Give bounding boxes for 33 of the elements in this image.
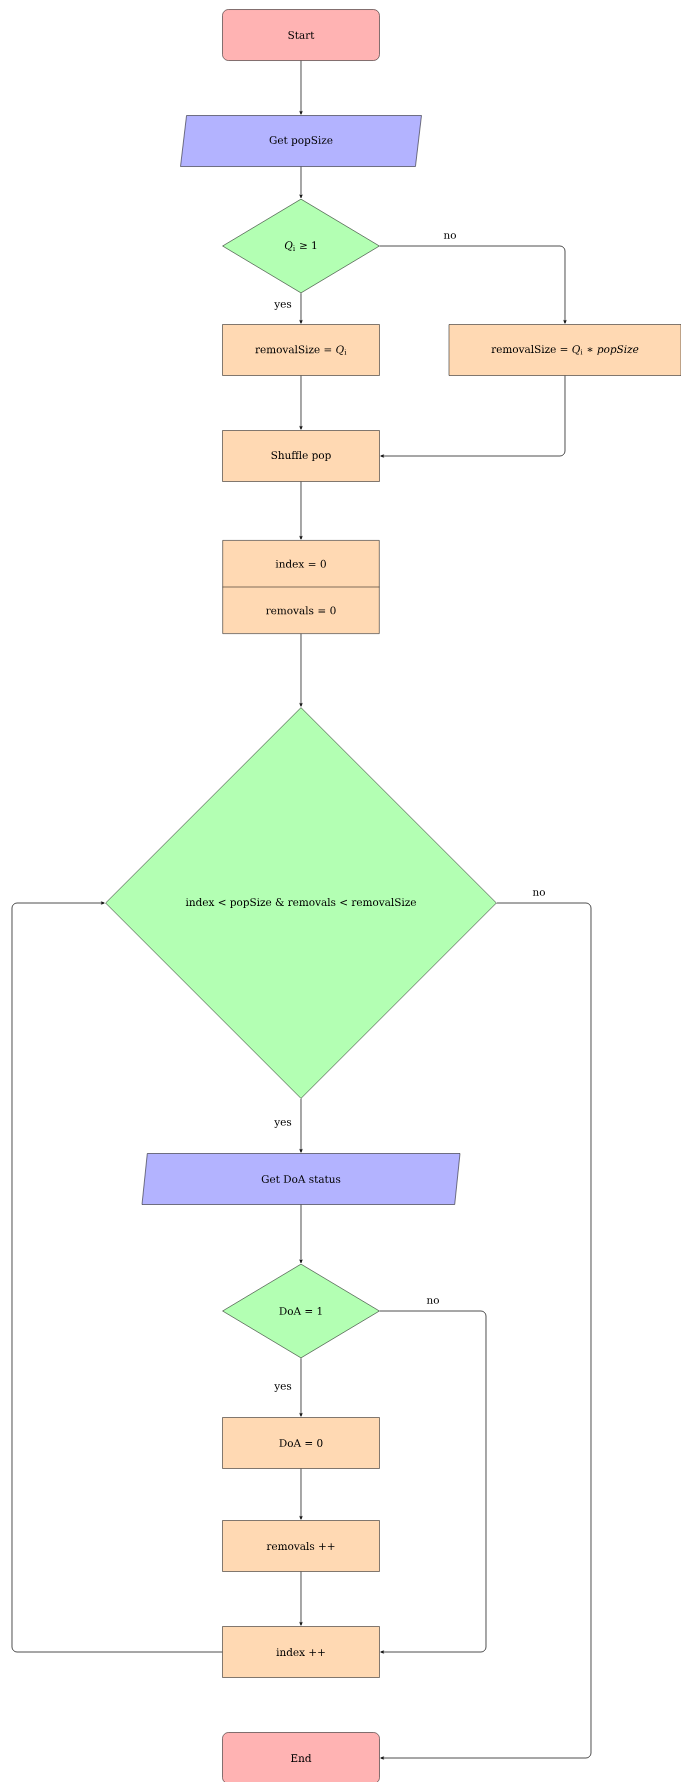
edge-label: yes	[273, 301, 293, 311]
edge-label: yes	[273, 1119, 293, 1129]
arrow	[299, 375, 303, 430]
arrow	[299, 481, 303, 540]
process-box: removalSize = Q$_{i}$	[222, 324, 380, 376]
edge-label: no	[442, 232, 458, 240]
input-parallelogram: Get popSize	[180, 115, 422, 167]
edge-label: yes	[273, 1383, 293, 1393]
arrow	[379, 245, 567, 324]
input-parallelogram: Get DoA status	[141, 1153, 461, 1205]
process-box: index = 0 removals = 0	[222, 540, 380, 634]
process-box: Shuffle pop	[222, 430, 380, 482]
arrow	[299, 1357, 303, 1417]
edge-label: no	[531, 889, 547, 897]
arrow	[380, 375, 566, 458]
arrow	[299, 1204, 303, 1264]
arrow	[379, 1310, 487, 1654]
process-box: index ++	[222, 1626, 380, 1678]
process-box: removalSize = Q$_{i}$ ∗ popSize	[448, 324, 681, 376]
process-box: DoA = 0	[222, 1417, 380, 1469]
arrow	[299, 166, 303, 199]
arrow	[299, 633, 303, 707]
edge-label: no	[425, 1297, 441, 1305]
arrow	[380, 902, 592, 1760]
arrow	[299, 60, 303, 115]
terminal-box: Start	[222, 9, 380, 61]
arrow	[299, 292, 303, 324]
arrow	[299, 1571, 303, 1626]
process-box: removals ++	[222, 1520, 380, 1572]
arrow	[299, 1468, 303, 1520]
arrow	[299, 1098, 303, 1153]
arrow	[11, 901, 223, 1653]
terminal-box: End	[222, 1732, 380, 1782]
